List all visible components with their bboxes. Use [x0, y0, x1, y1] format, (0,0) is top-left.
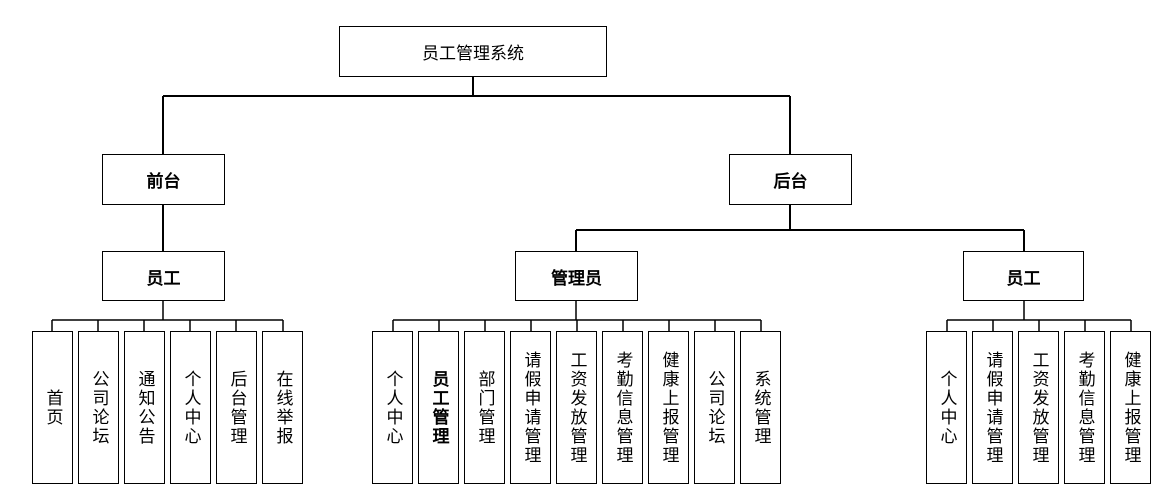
leaf-label: 首页: [42, 388, 63, 427]
backend-employee-node: 员工: [963, 251, 1084, 301]
leaf-online-report: 在线举报: [262, 331, 303, 484]
leaf-admin-health-manage: 健康上报管理: [648, 331, 689, 484]
leaf-admin-leave-manage: 请假申请管理: [510, 331, 551, 484]
leaf-admin-forum: 公司论坛: [694, 331, 735, 484]
leaf-personal-center: 个人中心: [170, 331, 211, 484]
leaf-label: 健康上报管理: [1120, 350, 1141, 465]
leaf-label: 个人中心: [936, 369, 957, 446]
leaf-label: 工资发放管理: [1028, 350, 1049, 465]
leaf-label: 健康上报管理: [658, 350, 679, 465]
leaf-label: 部门管理: [474, 369, 495, 446]
backend-label: 后台: [773, 172, 808, 192]
leaf-label: 考勤信息管理: [612, 350, 633, 465]
leaf-notice: 通知公告: [124, 331, 165, 484]
leaf-label: 考勤信息管理: [1074, 350, 1095, 465]
leaf-admin-personal-center: 个人中心: [372, 331, 413, 484]
leaf-emp-leave-manage: 请假申请管理: [972, 331, 1013, 484]
frontend-employee-label: 员工: [146, 268, 181, 289]
admin-label: 管理员: [551, 268, 602, 289]
leaf-emp-attendance-manage: 考勤信息管理: [1064, 331, 1105, 484]
leaf-label: 在线举报: [272, 369, 293, 446]
leaf-admin-salary-manage: 工资发放管理: [556, 331, 597, 484]
admin-node: 管理员: [515, 251, 638, 301]
leaf-label: 员工管理: [428, 369, 449, 446]
leaf-emp-personal-center: 个人中心: [926, 331, 967, 484]
leaf-label: 通知公告: [134, 369, 155, 446]
leaf-emp-salary-manage: 工资发放管理: [1018, 331, 1059, 484]
leaf-label: 请假申请管理: [982, 350, 1003, 465]
leaf-label: 系统管理: [750, 369, 771, 446]
leaf-backend-manage: 后台管理: [216, 331, 257, 484]
root-node: 员工管理系统: [339, 26, 607, 77]
backend-employee-label: 员工: [1006, 268, 1041, 289]
frontend-employee-node: 员工: [102, 251, 225, 301]
leaf-label: 请假申请管理: [520, 350, 541, 465]
leaf-admin-system-manage: 系统管理: [740, 331, 781, 484]
leaf-admin-department-manage: 部门管理: [464, 331, 505, 484]
leaf-admin-attendance-manage: 考勤信息管理: [602, 331, 643, 484]
backend-node: 后台: [729, 154, 852, 205]
frontend-node: 前台: [102, 154, 225, 205]
leaf-label: 后台管理: [226, 369, 247, 446]
frontend-label: 前台: [146, 172, 181, 192]
leaf-emp-health-manage: 健康上报管理: [1110, 331, 1151, 484]
leaf-label: 个人中心: [382, 369, 403, 446]
leaf-home: 首页: [32, 331, 73, 484]
leaf-label: 公司论坛: [88, 369, 109, 446]
leaf-admin-employee-manage: 员工管理: [418, 331, 459, 484]
leaf-forum: 公司论坛: [78, 331, 119, 484]
leaf-label: 个人中心: [180, 369, 201, 446]
leaf-label: 工资发放管理: [566, 350, 587, 465]
root-label: 员工管理系统: [422, 44, 524, 64]
leaf-label: 公司论坛: [704, 369, 725, 446]
